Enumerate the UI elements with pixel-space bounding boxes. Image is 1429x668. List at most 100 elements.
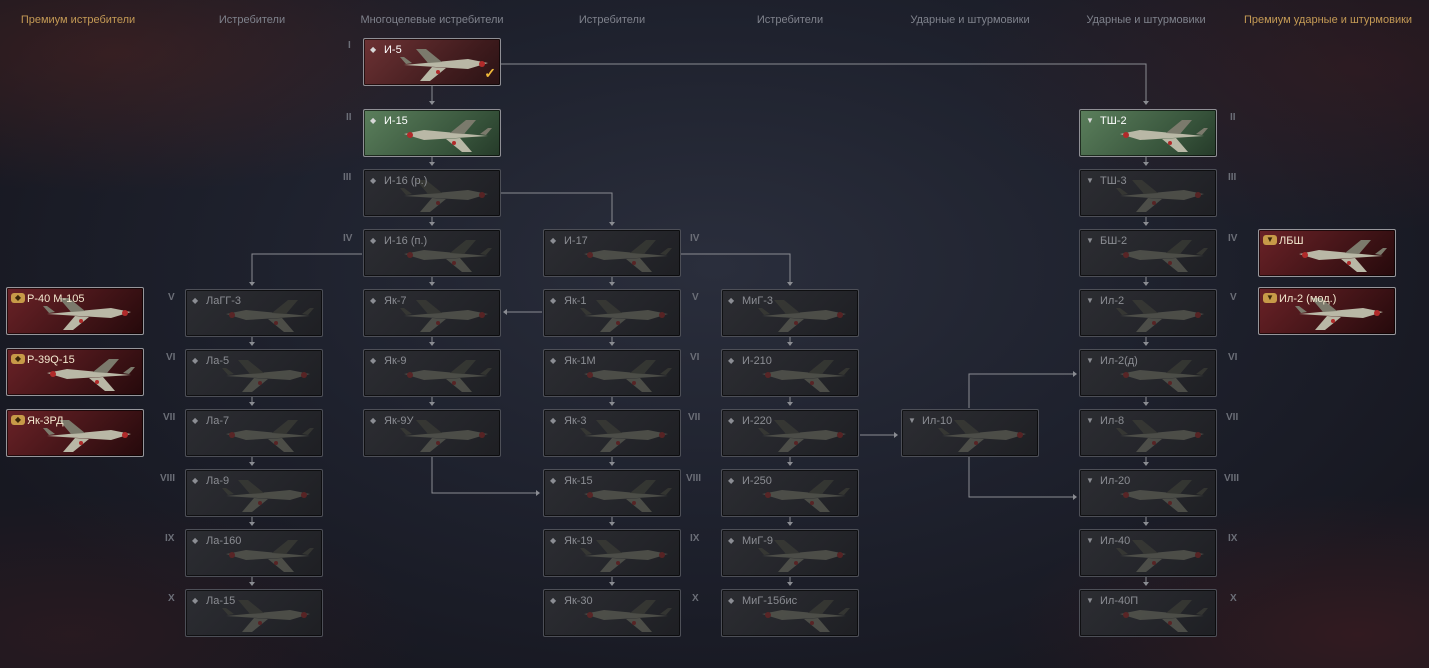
tier-label: IV bbox=[690, 233, 700, 244]
aircraft-name: ТШ-2 bbox=[1100, 115, 1127, 127]
tier-label: VIII bbox=[686, 473, 702, 484]
tier-label: IX bbox=[165, 533, 175, 544]
aircraft-card-il20[interactable]: ▼Ил-20 bbox=[1079, 469, 1217, 517]
fighter-class-icon: ◆ bbox=[550, 596, 557, 605]
aircraft-card-tsh3[interactable]: ▼ТШ-3 bbox=[1079, 169, 1217, 217]
aircraft-image bbox=[1120, 360, 1208, 392]
aircraft-card-il2d[interactable]: ▼Ил-2(д) bbox=[1079, 349, 1217, 397]
tier-label: VIII bbox=[160, 473, 176, 484]
tier-label: X bbox=[692, 593, 699, 604]
column-header-multirole: Многоцелевые истребители bbox=[360, 14, 504, 26]
aircraft-image bbox=[762, 600, 850, 632]
fighter-class-icon: ◆ bbox=[192, 296, 199, 305]
aircraft-image bbox=[762, 480, 850, 512]
aircraft-card-la15[interactable]: ◆Ла-15 bbox=[185, 589, 323, 637]
tier-label: V bbox=[1230, 292, 1237, 303]
aircraft-image bbox=[580, 420, 668, 452]
fighter-class-icon: ◆ bbox=[550, 356, 557, 365]
aircraft-card-mig3[interactable]: ◆МиГ-3 bbox=[721, 289, 859, 337]
aircraft-name: И-250 bbox=[742, 475, 772, 487]
aircraft-image bbox=[758, 420, 846, 452]
aircraft-image bbox=[222, 600, 310, 632]
fighter-class-icon: ◆ bbox=[728, 536, 735, 545]
aircraft-card-yak19[interactable]: ◆Як-19 bbox=[543, 529, 681, 577]
attack-class-icon: ▼ bbox=[1086, 176, 1094, 185]
aircraft-card-il40[interactable]: ▼Ил-40 bbox=[1079, 529, 1217, 577]
tier-label: II bbox=[1230, 112, 1236, 123]
aircraft-card-p40[interactable]: ◆Р-40 М-105 bbox=[6, 287, 144, 335]
aircraft-card-i15[interactable]: ◆И-15 bbox=[363, 109, 501, 157]
aircraft-name: Р-40 М-105 bbox=[27, 293, 85, 305]
aircraft-card-il8[interactable]: ▼Ил-8 bbox=[1079, 409, 1217, 457]
attack-class-icon: ▼ bbox=[908, 416, 916, 425]
attack-class-icon: ▼ bbox=[1086, 236, 1094, 245]
tier-label: I bbox=[348, 40, 351, 51]
aircraft-card-i16p[interactable]: ◆И-16 (п.) bbox=[363, 229, 501, 277]
aircraft-name: Ил-40 bbox=[1100, 535, 1131, 547]
aircraft-card-lagg3[interactable]: ◆ЛаГГ-3 bbox=[185, 289, 323, 337]
aircraft-card-i210[interactable]: ◆И-210 bbox=[721, 349, 859, 397]
aircraft-card-la5[interactable]: ◆Ла-5 bbox=[185, 349, 323, 397]
aircraft-card-yak7[interactable]: ◆Як-7 bbox=[363, 289, 501, 337]
tier-label: III bbox=[1228, 172, 1237, 183]
aircraft-card-yak1m[interactable]: ◆Як-1М bbox=[543, 349, 681, 397]
aircraft-image bbox=[43, 298, 131, 330]
aircraft-card-yak30[interactable]: ◆ Як-30 bbox=[543, 589, 681, 637]
aircraft-card-il2[interactable]: ▼Ил-2 bbox=[1079, 289, 1217, 337]
aircraft-image bbox=[580, 300, 668, 332]
aircraft-image bbox=[580, 540, 668, 572]
tier-label: IV bbox=[343, 233, 353, 244]
column-header-fighters-2: Истребители bbox=[578, 14, 646, 26]
aircraft-name: Як-30 bbox=[564, 595, 593, 607]
aircraft-image bbox=[404, 240, 492, 272]
tier-label: IX bbox=[1228, 533, 1238, 544]
aircraft-card-yak3rd[interactable]: ◆Як-3РД bbox=[6, 409, 144, 457]
aircraft-card-la7[interactable]: ◆Ла-7 bbox=[185, 409, 323, 457]
aircraft-name: И-17 bbox=[564, 235, 588, 247]
premium-fighter-icon: ◆ bbox=[11, 293, 25, 303]
aircraft-card-mig9[interactable]: ◆МиГ-9 bbox=[721, 529, 859, 577]
aircraft-name: Ил-10 bbox=[922, 415, 953, 427]
aircraft-card-i250[interactable]: ◆И-250 bbox=[721, 469, 859, 517]
tier-label: IV bbox=[1228, 233, 1238, 244]
aircraft-card-il2mod[interactable]: ▼Ил-2 (мод.) bbox=[1258, 287, 1396, 335]
aircraft-card-i16r[interactable]: ◆ И-16 (р.) bbox=[363, 169, 501, 217]
aircraft-name: МиГ-15бис bbox=[742, 595, 798, 607]
aircraft-card-il10[interactable]: ▼ Ил-10 bbox=[901, 409, 1039, 457]
aircraft-card-yak9[interactable]: ◆Як-9 bbox=[363, 349, 501, 397]
fighter-class-icon: ◆ bbox=[192, 416, 199, 425]
aircraft-name: И-16 (р.) bbox=[384, 175, 428, 187]
fighter-class-icon: ◆ bbox=[192, 536, 199, 545]
aircraft-card-i17[interactable]: ◆И-17 bbox=[543, 229, 681, 277]
aircraft-name: Як-3 bbox=[564, 415, 587, 427]
aircraft-card-p39q[interactable]: ◆Р-39Q-15 bbox=[6, 348, 144, 396]
fighter-class-icon: ◆ bbox=[370, 176, 377, 185]
aircraft-card-yak1[interactable]: ◆Як-1 bbox=[543, 289, 681, 337]
aircraft-name: Ил-20 bbox=[1100, 475, 1131, 487]
aircraft-card-i220[interactable]: ◆И-220 bbox=[721, 409, 859, 457]
column-header-fighters-1: Истребители bbox=[218, 14, 286, 26]
aircraft-card-yak15[interactable]: ◆Як-15 bbox=[543, 469, 681, 517]
tier-label: VII bbox=[688, 412, 701, 423]
aircraft-card-la160[interactable]: ◆Ла-160 bbox=[185, 529, 323, 577]
aircraft-card-bsh2[interactable]: ▼БШ-2 bbox=[1079, 229, 1217, 277]
aircraft-card-lbsh[interactable]: ▼ЛБШ bbox=[1258, 229, 1396, 277]
aircraft-card-mig15bis[interactable]: ◆МиГ-15бис bbox=[721, 589, 859, 637]
aircraft-card-la9[interactable]: ◆Ла-9 bbox=[185, 469, 323, 517]
aircraft-card-i5[interactable]: ◆И-5✓ bbox=[363, 38, 501, 86]
aircraft-image bbox=[1120, 240, 1208, 272]
aircraft-card-il40p[interactable]: ▼Ил-40П bbox=[1079, 589, 1217, 637]
tier-label: IX bbox=[690, 533, 700, 544]
attack-class-icon: ▼ bbox=[1086, 116, 1094, 125]
aircraft-card-yak3[interactable]: ◆Як-3 bbox=[543, 409, 681, 457]
checkmark-icon: ✓ bbox=[484, 65, 496, 81]
attack-class-icon: ▼ bbox=[1086, 296, 1094, 305]
aircraft-image bbox=[758, 540, 846, 572]
aircraft-card-yak9u[interactable]: ◆Як-9У bbox=[363, 409, 501, 457]
tier-label: VIII bbox=[1224, 473, 1240, 484]
aircraft-image bbox=[938, 420, 1026, 452]
aircraft-name: Ла-9 bbox=[206, 475, 230, 487]
aircraft-image bbox=[1116, 420, 1204, 452]
tier-label: V bbox=[692, 292, 699, 303]
aircraft-card-tsh2[interactable]: ▼ ТШ-2 bbox=[1079, 109, 1217, 157]
